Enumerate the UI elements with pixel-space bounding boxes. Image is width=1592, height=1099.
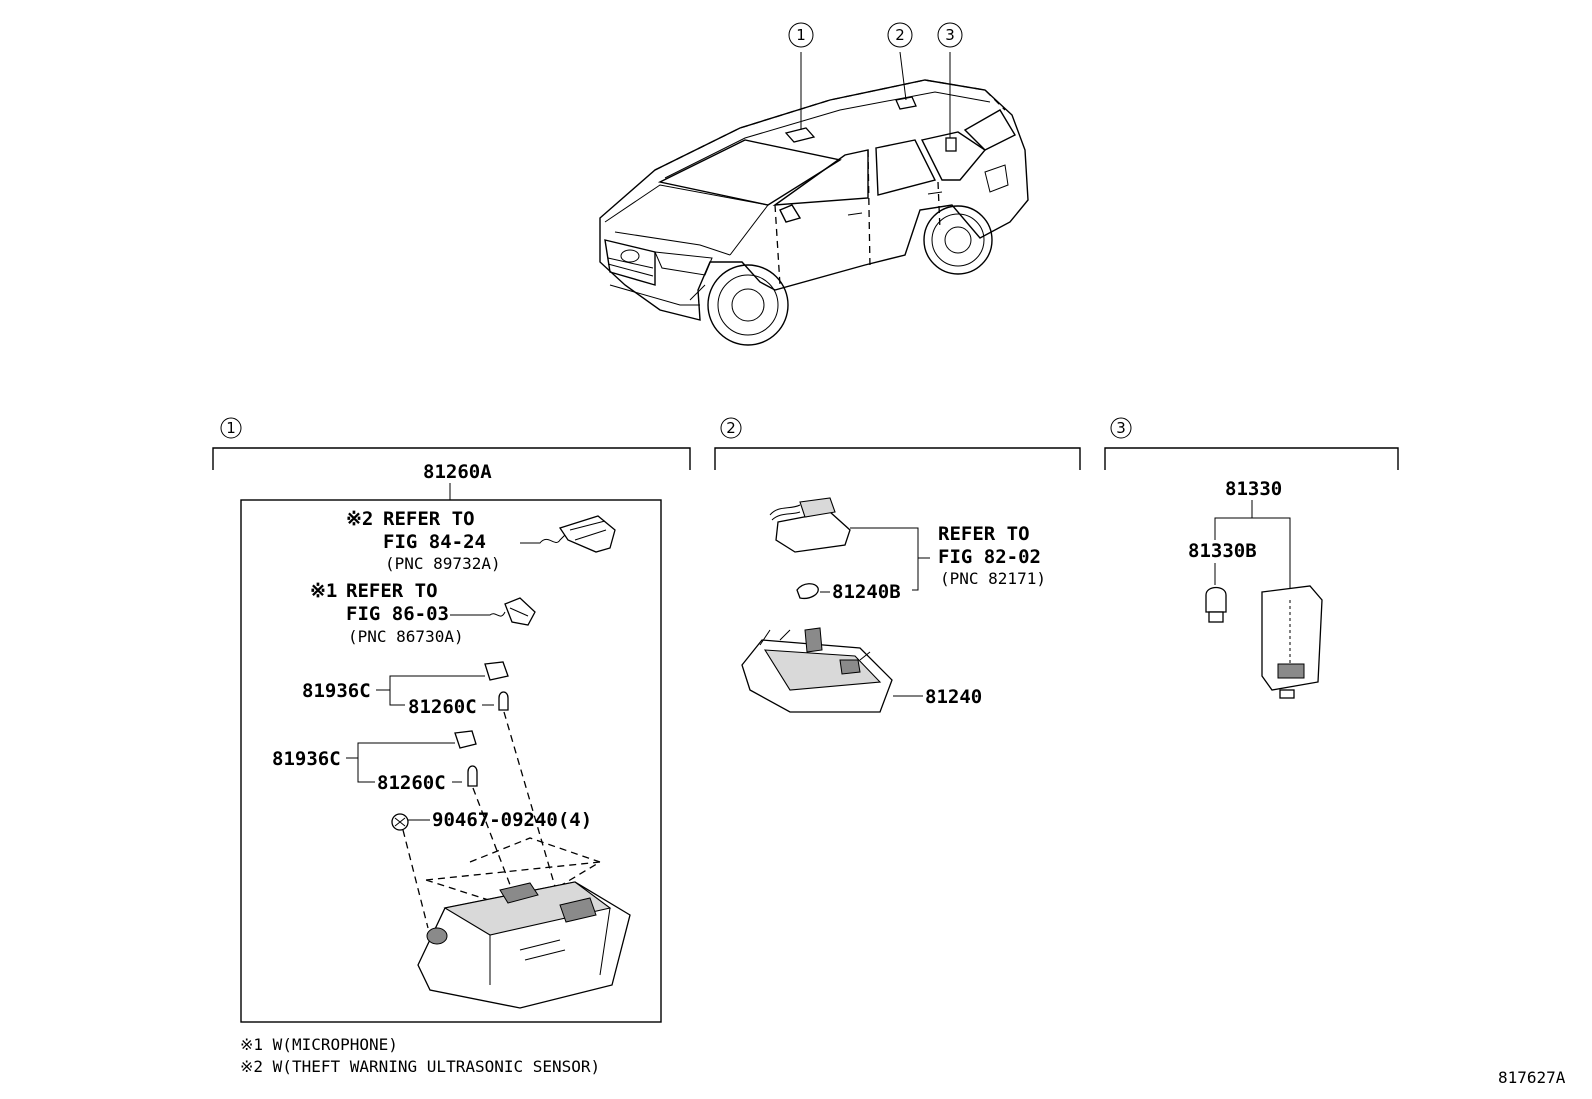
part-81330B: 81330B bbox=[1188, 540, 1257, 562]
ref-line2: FIG 82-02 bbox=[938, 546, 1041, 568]
room-lamp-switch-part bbox=[775, 511, 851, 553]
bulb-81330B bbox=[1205, 586, 1227, 613]
part-81936C-b: 81936C bbox=[272, 748, 341, 770]
footnote-2: ※2 W(THEFT WARNING ULTRASONIC SENSOR) bbox=[240, 1057, 600, 1076]
marker-front-roof bbox=[784, 127, 816, 143]
part-81240: 81240 bbox=[925, 686, 982, 708]
group-1-label: 1 bbox=[226, 419, 236, 437]
assembly-box bbox=[240, 499, 662, 1023]
ref-pnc: (PNC 82171) bbox=[940, 569, 1046, 588]
ref1-line1: REFER TO bbox=[346, 580, 438, 602]
callout-1-label: 1 bbox=[796, 26, 806, 44]
part-81240B: 81240B bbox=[832, 581, 901, 603]
socket-part-a bbox=[484, 661, 509, 681]
part-81260C-b: 81260C bbox=[377, 772, 446, 794]
group-3-label: 3 bbox=[1116, 419, 1126, 437]
part-81936C-a: 81936C bbox=[302, 680, 371, 702]
bulb-part-b bbox=[467, 765, 478, 787]
part-90467-09240: 90467-09240(4) bbox=[432, 809, 592, 831]
ref2-line2: FIG 84-24 bbox=[383, 531, 486, 553]
figure-id: 817627A bbox=[1498, 1068, 1566, 1087]
callout-2-circle bbox=[887, 22, 913, 48]
marker-rear-roof bbox=[945, 137, 957, 152]
footnote-1: ※1 W(MICROPHONE) bbox=[240, 1035, 398, 1054]
bulb-81240B bbox=[796, 583, 819, 600]
microphone-part bbox=[504, 597, 536, 626]
callout-1-circle bbox=[788, 22, 814, 48]
group-1: 1 81260A ※2 REFER TO FIG 84-24 (PNC 8973… bbox=[212, 417, 691, 1023]
ref1-mark: ※1 bbox=[310, 580, 337, 602]
marker-mid-roof bbox=[895, 96, 917, 110]
assembly-81260A: 81260A bbox=[423, 461, 492, 483]
ultrasonic-sensor-part bbox=[558, 515, 616, 553]
ref-line1: REFER TO bbox=[938, 523, 1030, 545]
group-3: 3 81330 81330B bbox=[1104, 417, 1399, 699]
lamp-81330 bbox=[1261, 585, 1323, 691]
callout-3-circle bbox=[937, 22, 963, 48]
socket-part-b bbox=[454, 730, 477, 749]
group-2: 2 REFER TO FIG 82-02 (PNC 82171) 81240B … bbox=[714, 417, 1081, 713]
group-2-label: 2 bbox=[726, 419, 736, 437]
part-81260C-a: 81260C bbox=[408, 696, 477, 718]
part-81330: 81330 bbox=[1225, 478, 1282, 500]
callout-2-label: 2 bbox=[895, 26, 905, 44]
ref1-line2: FIG 86-03 bbox=[346, 603, 449, 625]
vehicle-illustration: 1 2 3 bbox=[599, 22, 1029, 346]
ref2-mark: ※2 bbox=[346, 508, 373, 530]
ref2-pnc: (PNC 89732A) bbox=[385, 554, 501, 573]
bulb-part-a bbox=[498, 691, 509, 711]
callout-3-label: 3 bbox=[945, 26, 955, 44]
ref2-line1: REFER TO bbox=[383, 508, 475, 530]
ref1-pnc: (PNC 86730A) bbox=[348, 627, 464, 646]
